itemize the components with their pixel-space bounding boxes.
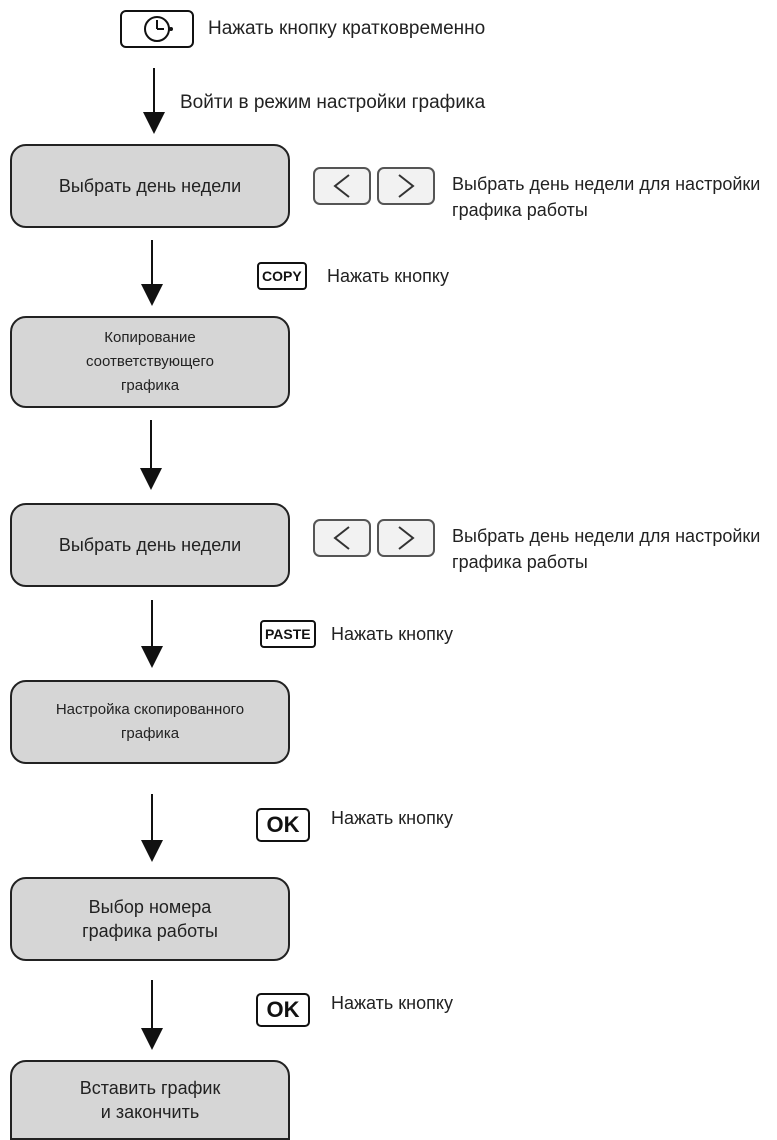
next-day-button[interactable] [377, 167, 435, 205]
step-select-number: Выбор номера графика работы [10, 877, 290, 961]
chevron-right-icon [398, 174, 415, 198]
enter-mode-label: Войти в режим настройки графика [180, 92, 486, 113]
paste-button[interactable]: PASTE [260, 620, 316, 648]
prev-day-button[interactable] [313, 167, 371, 205]
select-day-hint-line2: графика работы [452, 200, 588, 220]
press-button-label: Нажать кнопку [331, 624, 453, 644]
day-nav-buttons [313, 519, 435, 557]
step-insert-finish: Вставить график и закончить [10, 1060, 290, 1140]
chevron-right-icon [398, 526, 415, 550]
step-select-day-1: Выбрать день недели [10, 144, 290, 228]
copy-button[interactable]: COPY [257, 262, 307, 290]
step-copy-schedule: Копирование соответствующего графика [10, 316, 290, 408]
clock-icon [144, 16, 173, 42]
ok-button[interactable]: OK [256, 993, 310, 1027]
select-day-hint-line1: Выбрать день недели для настройки [452, 174, 761, 194]
press-button-label: Нажать кнопку [331, 993, 453, 1013]
flow-arrow [141, 240, 163, 306]
day-nav-buttons [313, 167, 435, 205]
step-label: Копирование соответствующего графика [86, 329, 214, 394]
next-day-button[interactable] [377, 519, 435, 557]
step-select-day-2: Выбрать день недели [10, 503, 290, 587]
prev-day-button[interactable] [313, 519, 371, 557]
select-day-hint-line2: графика работы [452, 552, 588, 572]
step-label: Выбрать день недели [58, 176, 242, 196]
step-label: Вставить график и закончить [79, 1078, 221, 1122]
chevron-left-icon [333, 526, 350, 550]
flow-arrow [141, 794, 163, 862]
press-button-label: Нажать кнопку [331, 808, 453, 828]
flow-arrow [140, 420, 162, 490]
step-label: Настройка скопированного графика [55, 701, 245, 742]
flow-arrow [141, 600, 163, 668]
step-adjust-copied: Настройка скопированного графика [10, 680, 290, 764]
ok-button[interactable]: OK [256, 808, 310, 842]
chevron-left-icon [333, 174, 350, 198]
clock-button[interactable] [120, 10, 194, 48]
flow-arrow [141, 980, 163, 1050]
step-label: Выбрать день недели [58, 535, 242, 555]
press-short-label: Нажать кнопку кратковременно [208, 18, 486, 39]
press-button-label: Нажать кнопку [327, 266, 449, 286]
step-label: Выбор номера графика работы [82, 897, 218, 941]
flow-arrow [143, 68, 165, 134]
select-day-hint-line1: Выбрать день недели для настройки [452, 526, 761, 546]
